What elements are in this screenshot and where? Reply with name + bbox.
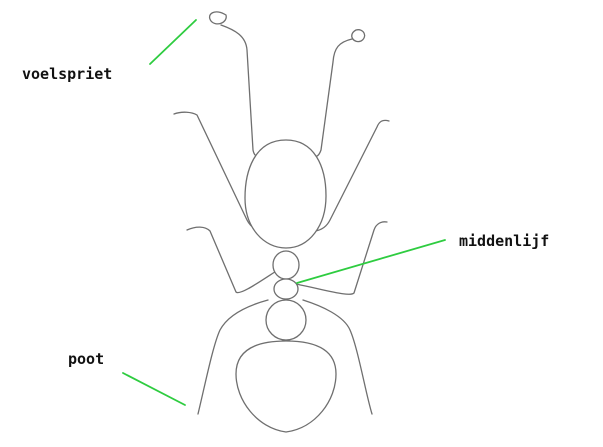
abdomen bbox=[236, 341, 336, 432]
thorax-rear-segment bbox=[274, 279, 298, 299]
thorax-front-segment bbox=[273, 251, 299, 279]
left-antenna bbox=[210, 12, 227, 24]
right-antenna bbox=[352, 30, 365, 42]
antenna-pointer-line bbox=[150, 20, 196, 64]
leg-pointer-line bbox=[123, 373, 185, 405]
label-thorax: middenlijf bbox=[459, 234, 549, 249]
label-leg: poot bbox=[68, 352, 104, 367]
left-antenna-shaft bbox=[221, 25, 262, 156]
label-antenna: voelspriet bbox=[22, 67, 112, 82]
antennae bbox=[210, 12, 365, 157]
ant-body bbox=[236, 140, 336, 432]
thorax-pointer-line bbox=[297, 240, 445, 283]
head bbox=[245, 140, 326, 248]
petiole bbox=[266, 300, 306, 340]
right-antenna-shaft bbox=[310, 39, 352, 156]
right-front-leg bbox=[315, 120, 389, 231]
